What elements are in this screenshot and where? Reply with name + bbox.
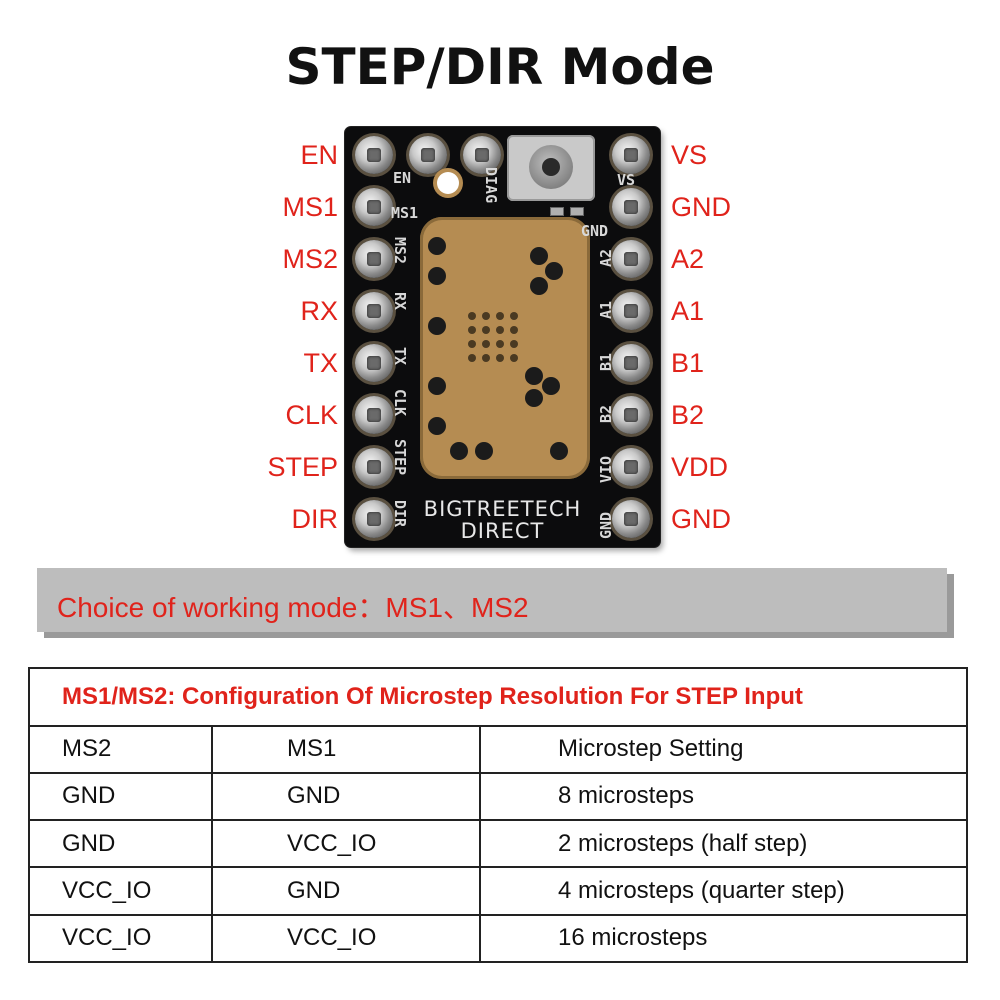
pin-pad: [355, 344, 393, 382]
pin-pad: [463, 136, 501, 174]
page-title: STEP/DIR Mode: [285, 38, 715, 96]
pin-pad: [355, 500, 393, 538]
table-header-row: MS2 MS1 Microstep Setting: [28, 724, 968, 774]
table-cell: VCC_IO: [211, 913, 481, 964]
pin-label-gnd-top: GND: [671, 192, 731, 222]
mounting-hole: [437, 172, 459, 194]
board-model-name: DIRECT: [460, 519, 545, 543]
table-row: GND VCC_IO 2 microsteps (half step): [28, 819, 968, 869]
pin-label-b2: B2: [671, 400, 705, 430]
silk-step: STEP: [391, 439, 409, 476]
working-mode-banner: Choice of working mode：MS1、MS2: [37, 568, 947, 632]
silk-a2: A2: [597, 248, 615, 267]
silk-b1: B1: [597, 352, 615, 371]
silk-en: EN: [393, 169, 412, 187]
table-cell: GND: [28, 819, 213, 869]
silk-diag: DIAG: [482, 167, 500, 204]
table-row: VCC_IO VCC_IO 16 microsteps: [28, 913, 968, 964]
pin-label-gnd-bottom: GND: [671, 504, 731, 534]
board-brand-name: BIGTREETECH: [423, 497, 582, 521]
pin-label-a2: A2: [671, 244, 705, 274]
pin-label-step: STEP: [267, 452, 338, 482]
column-header-ms1: MS1: [211, 724, 481, 774]
table-cell: VCC_IO: [211, 819, 481, 869]
microstep-table: MS1/MS2: Configuration Of Microstep Reso…: [28, 667, 968, 964]
pin-label-vdd: VDD: [671, 452, 729, 482]
pin-pad: [612, 396, 650, 434]
column-header-ms2: MS2: [28, 724, 213, 774]
potentiometer: [507, 135, 595, 201]
table-cell: 8 microsteps: [479, 771, 968, 822]
pin-label-vs: VS: [671, 140, 708, 170]
table-cell: GND: [211, 866, 481, 916]
pin-label-b1: B1: [671, 348, 705, 378]
pin-label-en: EN: [300, 140, 338, 170]
table-cell: GND: [28, 771, 213, 822]
pin-pad: [612, 136, 650, 174]
silk-rx: RX: [391, 292, 409, 311]
silk-a1: A1: [597, 300, 615, 319]
column-header-microstep: Microstep Setting: [479, 724, 968, 774]
working-mode-text: Choice of working mode：MS1、MS2: [57, 592, 529, 623]
silk-b2: B2: [597, 404, 615, 423]
pin-pad: [355, 448, 393, 486]
pin-pad: [355, 396, 393, 434]
pin-pad: [612, 188, 650, 226]
pin-pad: [355, 136, 393, 174]
pin-pad: [355, 188, 393, 226]
table-caption: MS1/MS2: Configuration Of Microstep Reso…: [28, 667, 968, 727]
pin-pad: [409, 136, 447, 174]
silk-ms1: MS1: [391, 204, 419, 222]
silk-vio: VIO: [597, 455, 615, 483]
pin-label-ms1: MS1: [282, 192, 338, 222]
pin-label-ms2: MS2: [282, 244, 338, 274]
pin-pad: [612, 500, 650, 538]
table-cell: 4 microsteps (quarter step): [479, 866, 968, 916]
smd-component: [570, 207, 584, 216]
pin-pad: [612, 344, 650, 382]
pin-pad: [612, 448, 650, 486]
table-cell: VCC_IO: [28, 913, 213, 964]
pin-pad: [612, 292, 650, 330]
silk-tx: TX: [391, 347, 409, 366]
table-cell: VCC_IO: [28, 866, 213, 916]
table-cell: 2 microsteps (half step): [479, 819, 968, 869]
table-caption-row: MS1/MS2: Configuration Of Microstep Reso…: [28, 667, 968, 727]
pin-label-rx: RX: [300, 296, 338, 326]
table-cell: GND: [211, 771, 481, 822]
pin-label-clk: CLK: [285, 400, 338, 430]
pin-pad: [355, 240, 393, 278]
pin-label-a1: A1: [671, 296, 705, 326]
pin-pad: [612, 240, 650, 278]
pin-pad: [355, 292, 393, 330]
silk-ms2: MS2: [391, 237, 409, 265]
silk-vs: VS: [617, 171, 636, 189]
driver-board-image: EN MS1 DIAG VS GND MS2 RX TX CLK STEP DI…: [345, 127, 660, 547]
silk-clk: CLK: [391, 389, 409, 417]
pin-label-tx: TX: [303, 348, 338, 378]
heatsink-pad: [420, 217, 590, 479]
table-cell: 16 microsteps: [479, 913, 968, 964]
pin-label-dir: DIR: [291, 504, 339, 534]
table-row: VCC_IO GND 4 microsteps (quarter step): [28, 866, 968, 916]
smd-component: [550, 207, 564, 216]
silk-gnd-top: GND: [581, 222, 609, 240]
table-row: GND GND 8 microsteps: [28, 771, 968, 822]
